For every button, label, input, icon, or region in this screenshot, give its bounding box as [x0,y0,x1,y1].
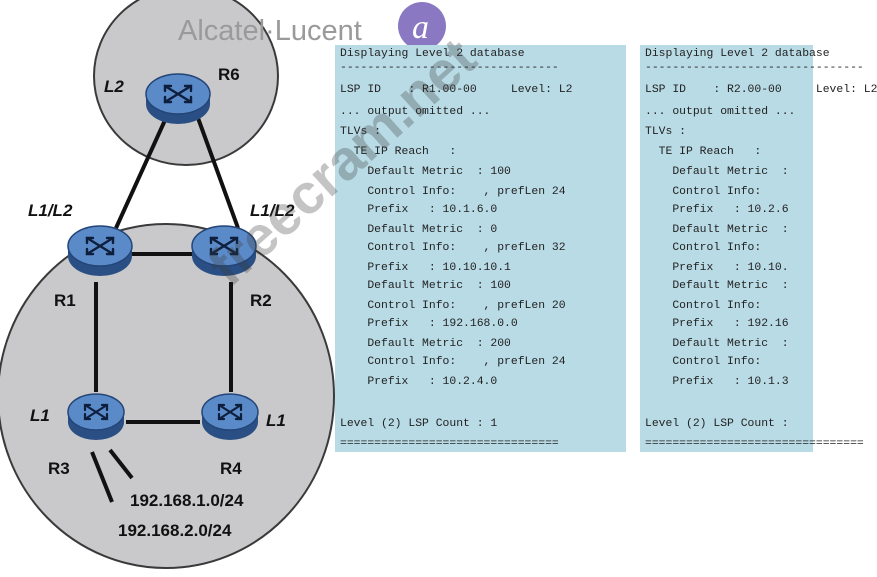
console-line: Control Info: , prefLen 24 [340,356,566,368]
console-line: ... output omitted ... [340,106,491,118]
console-line: ... output omitted ... [645,106,796,118]
console-line: Prefix : 10.1.6.0 [340,204,498,216]
console-line: Prefix : 10.1.3 [645,376,789,388]
router-r6 [145,73,211,124]
r3-level-label: L1 [30,406,50,425]
link-r3-net2 [108,448,134,480]
console-line: Prefix : 10.10. [645,262,789,274]
r2-level-label: L1/L2 [250,201,295,220]
router-r2 [191,225,257,276]
console-line: Control Info: [645,356,762,368]
link-r3-net1 [90,451,114,503]
console-line: Control Info: , prefLen 32 [340,242,566,254]
console-line: Control Info: , prefLen 24 [340,186,566,198]
console-line: -------------------------------- [645,62,864,74]
r3-name-label: R3 [48,459,70,478]
console-line: Control Info: [645,300,762,312]
r2-name-label: R2 [250,291,272,310]
console-line: ================================ [340,438,559,450]
brand-logo-glyph: a [412,9,429,46]
level1-area [0,223,335,569]
router-arrows-icon [163,84,193,104]
link-r6-r2 [196,117,240,229]
network-label-1: 192.168.1.0/24 [130,491,244,510]
links [90,117,240,503]
network-label-2: 192.168.2.0/24 [118,521,232,540]
console-line: Displaying Level 2 database [340,48,525,60]
router-r4 [201,393,259,440]
console-line: TLVs : [645,126,687,138]
console-line: Prefix : 192.16 [645,318,789,330]
r6-level-label: L2 [104,77,124,96]
console-line: Default Metric : [645,224,789,236]
console-line: Control Info: , prefLen 20 [340,300,566,312]
console-line: Prefix : 10.10.10.1 [340,262,511,274]
console-line: Prefix : 10.2.6 [645,204,789,216]
r1-level-label: L1/L2 [28,201,73,220]
brand-logo: a [398,2,446,50]
console-line: TE IP Reach : [645,146,762,158]
r1-name-label: R1 [54,291,76,310]
router-r3 [67,393,125,440]
console-line: Control Info: [645,242,762,254]
router-r1 [67,225,133,276]
r6-name-label: R6 [218,65,240,84]
console-line: Level (2) LSP Count : [645,418,789,430]
r4-level-label: L1 [266,411,286,430]
console-line: Displaying Level 2 database [645,48,830,60]
console-line: Default Metric : 200 [340,338,511,350]
r4-name-label: R4 [220,459,242,478]
console-line: Prefix : 10.2.4.0 [340,376,498,388]
console-line: ================================ [645,438,864,450]
console-line: Default Metric : [645,280,789,292]
console-line: Level (2) LSP Count : 1 [340,418,498,430]
console-line: LSP ID : R2.00-00 Level: L2 [645,84,877,96]
console-line: -------------------------------- [340,62,559,74]
console-line: TE IP Reach : [340,146,457,158]
router-arrows-icon [83,403,109,421]
network-topology-diagram: L2 R6 L1/L2 L1/L2 R1 R2 L1 L1 R3 R4 192.… [0,0,446,569]
console-line: LSP ID : R1.00-00 Level: L2 [340,84,573,96]
console-line: Default Metric : [645,166,789,178]
router-arrows-icon [85,236,115,256]
lsp-database-panel-r2: Displaying Level 2 database -------------… [640,45,877,452]
console-line: TLVs : [340,126,382,138]
router-arrows-icon [217,403,243,421]
console-line: Default Metric : 100 [340,166,511,178]
console-line: Prefix : 192.168.0.0 [340,318,518,330]
router-arrows-icon [209,236,239,256]
lsp-database-panel-r1: Displaying Level 2 database -------------… [335,45,626,452]
brand-name: Alcatel·Lucent [178,15,362,47]
console-line: Default Metric : 100 [340,280,511,292]
link-r6-r1 [114,117,168,229]
console-line: Default Metric : [645,338,789,350]
console-line: Default Metric : 0 [340,224,498,236]
console-line: Control Info: [645,186,762,198]
